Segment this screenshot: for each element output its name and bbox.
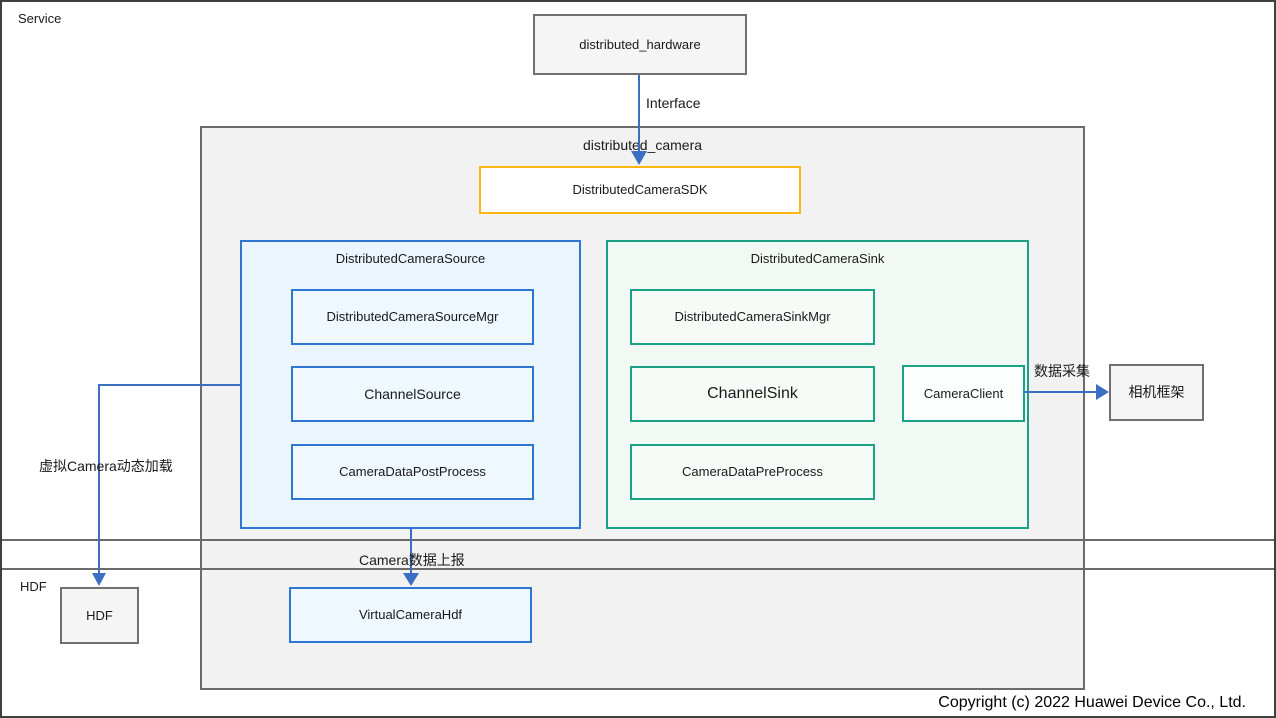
hdf-lane-label: HDF: [20, 579, 47, 594]
service-lane-bottom-divider: [2, 539, 1274, 541]
distributed-camera-sdk-node: DistributedCameraSDK: [479, 166, 801, 214]
distributed-camera-source-mgr-node: DistributedCameraSourceMgr: [291, 289, 534, 345]
copyright-text: Copyright (c) 2022 Huawei Device Co., Lt…: [938, 694, 1246, 711]
distributed-camera-sdk-label: DistributedCameraSDK: [572, 182, 708, 198]
channel-source-node: ChannelSource: [291, 366, 534, 422]
camera-report-edge-label: Camera数据上报: [359, 552, 465, 568]
virtual-camera-hdf-label: VirtualCameraHdf: [358, 607, 463, 623]
distributed-camera-sink-mgr-node: DistributedCameraSinkMgr: [630, 289, 875, 345]
virtual-load-edge-hline: [99, 384, 240, 386]
distributed-camera-source-group: DistributedCameraSource DistributedCamer…: [240, 240, 581, 529]
camera-client-node: CameraClient: [902, 365, 1025, 422]
distributed-camera-sink-title: DistributedCameraSink: [750, 251, 885, 266]
camera-client-label: CameraClient: [923, 385, 1004, 401]
camera-framework-label: 相机框架: [1128, 384, 1185, 401]
camera-report-edge-line: [410, 529, 412, 575]
camera-data-pre-process-label: CameraDataPreProcess: [682, 464, 823, 480]
data-collect-edge-label: 数据采集: [1034, 363, 1090, 379]
arrow-right-icon: [1096, 384, 1109, 400]
service-lane-label: Service: [18, 11, 62, 26]
distributed-hardware-label: distributed_hardware: [579, 36, 701, 52]
distributed-camera-sink-group: DistributedCameraSink DistributedCameraS…: [606, 240, 1029, 529]
hdf-node: HDF: [60, 587, 139, 644]
camera-data-pre-process-node: CameraDataPreProcess: [630, 444, 875, 500]
interface-edge-line: [638, 75, 640, 152]
camera-data-post-process-node: CameraDataPostProcess: [291, 444, 534, 500]
arrow-down-icon: [92, 573, 106, 586]
virtual-load-edge-label: 虚拟Camera动态加载: [39, 458, 173, 474]
channel-sink-node: ChannelSink: [630, 366, 875, 422]
hdf-lane-top-divider: [2, 568, 1274, 570]
virtual-camera-hdf-node: VirtualCameraHdf: [289, 587, 532, 643]
data-collect-edge-line: [1023, 391, 1097, 393]
interface-edge-label: Interface: [646, 95, 701, 111]
distributed-camera-source-title: DistributedCameraSource: [335, 251, 486, 266]
hdf-node-label: HDF: [86, 607, 113, 623]
camera-data-post-process-label: CameraDataPostProcess: [339, 464, 486, 480]
arrow-down-icon: [403, 573, 419, 586]
distributed-hardware-node: distributed_hardware: [533, 14, 747, 75]
distributed-camera-label: distributed_camera: [582, 137, 703, 153]
channel-sink-label: ChannelSink: [707, 385, 798, 403]
virtual-load-edge-vline: [98, 384, 100, 575]
arrow-down-icon: [631, 151, 647, 165]
distributed-camera-sink-mgr-label: DistributedCameraSinkMgr: [674, 309, 831, 325]
distributed-camera-source-mgr-label: DistributedCameraSourceMgr: [326, 309, 499, 325]
camera-framework-node: 相机框架: [1109, 364, 1204, 421]
channel-source-label: ChannelSource: [364, 385, 461, 402]
